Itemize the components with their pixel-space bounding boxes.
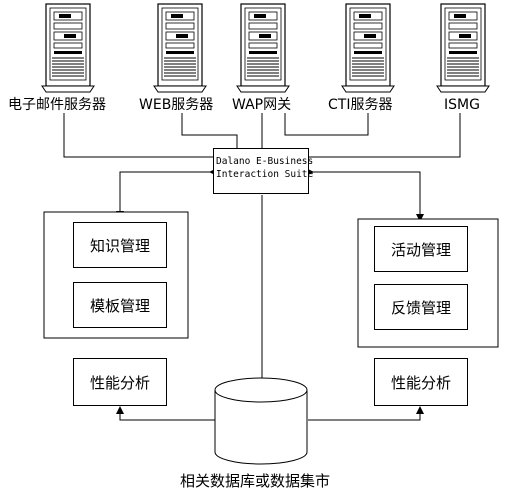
right-perf-box [374,358,468,406]
activity-management-label: 活动管理 [390,240,451,259]
feedback-management-label: 反馈管理 [390,298,451,317]
database-label: 相关数据库或数据集市 [180,472,331,490]
server-connectors [63,113,461,158]
server-label-cti: CTI服务器 [328,97,393,113]
server-label-web: WEB服务器 [139,97,214,113]
server-icon [436,3,490,93]
knowledge-management-label: 知识管理 [89,236,150,255]
left-perf-label: 性能分析 [89,373,150,392]
left-item-box-1 [73,222,167,268]
db-connectors [116,406,424,421]
right-perf-label: 性能分析 [390,373,451,392]
server-icon [153,3,207,93]
hub-title-line1: Dalano E-Business [216,156,314,167]
server-label-ismg: ISMG [444,97,480,113]
left-perf-box [73,358,167,406]
server-label-wap: WAP网关 [232,97,292,113]
hub-title-line2: Interaction Suite [216,169,314,180]
hub-box [213,148,309,194]
server-label-email: 电子邮件服务器 [8,97,106,113]
left-item-box-2 [73,282,167,328]
right-item-box-1 [374,226,468,272]
hub-connectors [116,168,424,378]
right-item-box-2 [374,284,468,330]
template-management-label: 模板管理 [89,296,150,315]
server-icon [341,3,395,93]
server-icon [41,3,95,93]
server-icon [236,3,290,93]
database-icon [214,377,308,465]
